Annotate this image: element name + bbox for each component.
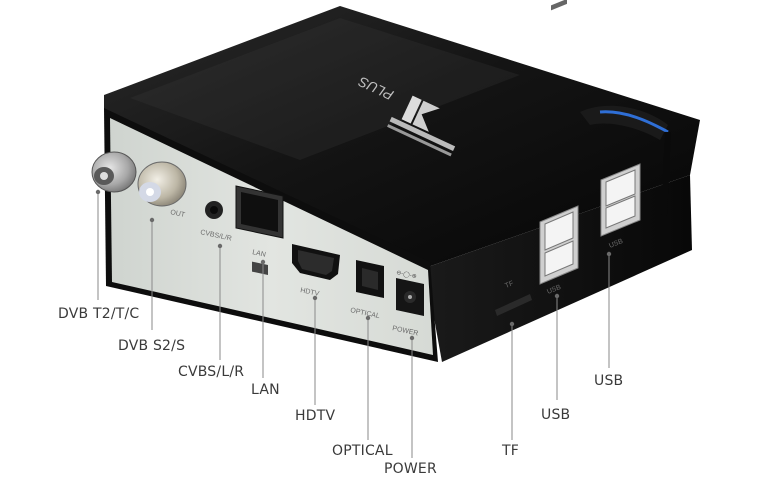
callout-usb-2: USB [594, 373, 624, 389]
callout-hdtv: HDTV [295, 408, 336, 424]
dvb-s2-connector [137, 161, 187, 207]
hdmi-port [292, 244, 340, 280]
tf-slot-label: TF [504, 280, 515, 290]
usb-ports-side [600, 163, 641, 237]
blue-cable [599, 110, 669, 134]
callout-dvb-t2: DVB T2/T/C [58, 306, 140, 322]
out-port-label: OUT [170, 209, 187, 219]
callout-cvbs: CVBS/L/R [178, 364, 245, 380]
cable-slot [580, 105, 668, 140]
callout-power: POWER [384, 461, 437, 477]
callout-optical: OPTICAL [332, 443, 393, 459]
svg-text:⊖-◯-⊕: ⊖-◯-⊕ [396, 269, 418, 280]
rear-panel [110, 118, 433, 355]
callout-dvb-s2: DVB S2/S [118, 338, 186, 354]
cvbs-jack [205, 201, 223, 219]
hdtv-port-label: HDTV [300, 287, 320, 298]
leader-lines [95, 189, 612, 458]
lan-port [235, 185, 284, 275]
brand-logo: PLUS [355, 73, 456, 157]
callout-usb-1: USB [541, 407, 571, 423]
callout-lan: LAN [251, 382, 280, 398]
optical-port [356, 260, 384, 298]
dvb-t2-connector [91, 151, 137, 193]
box-top-surface [104, 6, 700, 268]
power-port: ⊖-◯-⊕ [396, 269, 424, 316]
lan-port-label: LAN [252, 249, 267, 259]
tf-slot [495, 294, 532, 316]
callout-tf: TF [502, 443, 520, 459]
usb-ports-front [539, 0, 579, 285]
box-top-highlight [130, 18, 520, 160]
